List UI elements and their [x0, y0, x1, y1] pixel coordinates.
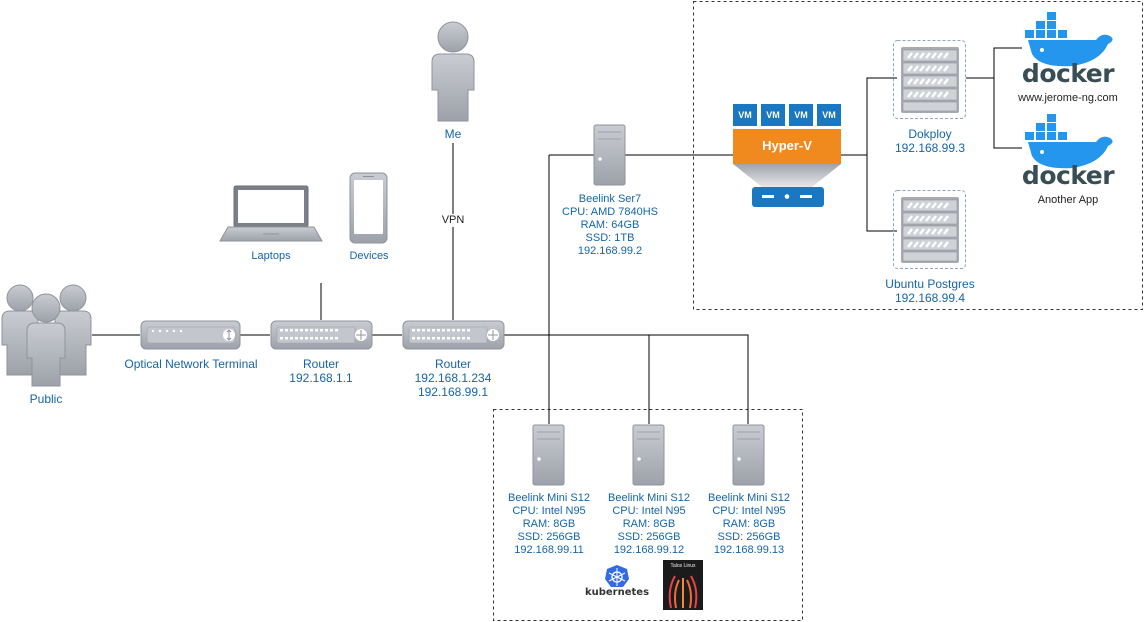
mini1-ssd: SSD: 256GB	[517, 531, 581, 543]
router2-device-icon	[402, 320, 505, 350]
mini1-ram: RAM: 8GB	[522, 518, 576, 530]
router2-ip2: 192.168.99.1	[417, 385, 489, 399]
mini1-ip: 192.168.99.11	[514, 544, 584, 556]
mini2-ip: 192.168.99.12	[613, 544, 685, 556]
kubernetes-logo-icon	[605, 565, 629, 587]
mini3-ram: RAM: 8GB	[722, 518, 776, 530]
phone-icon	[349, 172, 388, 244]
vm-label-2: VM	[766, 110, 780, 120]
mini1-name: Beelink Mini S12	[508, 492, 590, 504]
ser7-ssd: SSD: 1TB	[585, 232, 635, 244]
postgres-server-icon	[893, 190, 966, 269]
router2-ip1: 192.168.1.234	[414, 371, 492, 385]
ser7-cpu: CPU: AMD 7840HS	[562, 206, 658, 218]
vm-label-1: VM	[738, 110, 752, 120]
laptops-label: Laptops	[251, 250, 291, 262]
devices-label: Devices	[349, 250, 389, 262]
docker1-caption: www.jerome-ng.com	[1018, 92, 1118, 104]
mini3-name: Beelink Mini S12	[708, 492, 790, 504]
ser7-tower-icon	[593, 124, 626, 186]
public-people-icon	[1, 284, 92, 387]
hyperv-group-box	[693, 1, 1143, 310]
mini3-ip: 192.168.99.13	[713, 544, 785, 556]
postgres-ip: 192.168.99.4	[894, 291, 966, 305]
dokploy-label: Dokploy 192.168.99.3	[895, 127, 965, 155]
docker-logo-text-2: docker	[1021, 161, 1115, 190]
dokploy-server-icon	[893, 40, 966, 119]
mini2-ram: RAM: 8GB	[622, 518, 676, 530]
postgres-label: Ubuntu Postgres 192.168.99.4	[885, 277, 974, 305]
docker-whale-icon-2	[1025, 114, 1113, 169]
router2-name: Router	[434, 357, 472, 371]
hyperv-label: Hyper-V	[762, 138, 812, 153]
talos-logo-icon	[663, 560, 703, 610]
cluster-group-box	[493, 409, 803, 621]
docker-logo-text-1: docker	[1021, 59, 1115, 88]
docker2-caption: Another App	[1037, 194, 1099, 206]
mini2-label: Beelink Mini S12 CPU: Intel N95 RAM: 8GB…	[608, 492, 690, 557]
dokploy-ip: 192.168.99.3	[894, 141, 966, 155]
mini1-tower-icon	[532, 424, 565, 486]
ont-device-icon	[140, 320, 241, 350]
mini1-cpu: CPU: Intel N95	[512, 505, 586, 517]
laptop-icon	[219, 185, 323, 242]
mini2-ssd: SSD: 256GB	[617, 531, 681, 543]
router1-label: Router 192.168.1.1	[289, 357, 352, 385]
postgres-name: Ubuntu Postgres	[885, 277, 975, 291]
ser7-name: Beelink Ser7	[578, 193, 642, 205]
mini2-cpu: CPU: Intel N95	[612, 505, 686, 517]
me-person-icon	[431, 21, 475, 122]
talos-label: Talos Linux	[670, 563, 696, 569]
hyperv-icon	[733, 104, 841, 207]
mini2-tower-icon	[632, 424, 665, 486]
connection-lines	[92, 47, 1022, 424]
router1-name: Router	[302, 357, 340, 371]
vm-label-3: VM	[794, 110, 808, 120]
public-label: Public	[29, 392, 63, 406]
vpn-label: VPN	[439, 214, 467, 227]
router1-ip: 192.168.1.1	[289, 371, 353, 385]
ont-label: Optical Network Terminal	[124, 357, 258, 371]
mini2-name: Beelink Mini S12	[608, 492, 690, 504]
ser7-label: Beelink Ser7 CPU: AMD 7840HS RAM: 64GB S…	[562, 193, 658, 258]
mini3-label: Beelink Mini S12 CPU: Intel N95 RAM: 8GB…	[708, 492, 790, 557]
mini1-label: Beelink Mini S12 CPU: Intel N95 RAM: 8GB…	[508, 492, 590, 557]
me-label: Me	[444, 127, 462, 141]
router2-label: Router 192.168.1.234 192.168.99.1	[415, 357, 492, 399]
vm-label-4: VM	[822, 110, 836, 120]
mini3-ssd: SSD: 256GB	[717, 531, 781, 543]
mini3-cpu: CPU: Intel N95	[712, 505, 786, 517]
router1-device-icon	[270, 320, 373, 350]
mini3-tower-icon	[732, 424, 765, 486]
dokploy-name: Dokploy	[908, 127, 952, 141]
ser7-ip: 192.168.99.2	[577, 245, 643, 257]
docker-whale-icon-1	[1025, 12, 1113, 67]
kubernetes-label: kubernetes	[584, 587, 650, 598]
ser7-ram: RAM: 64GB	[580, 219, 640, 231]
